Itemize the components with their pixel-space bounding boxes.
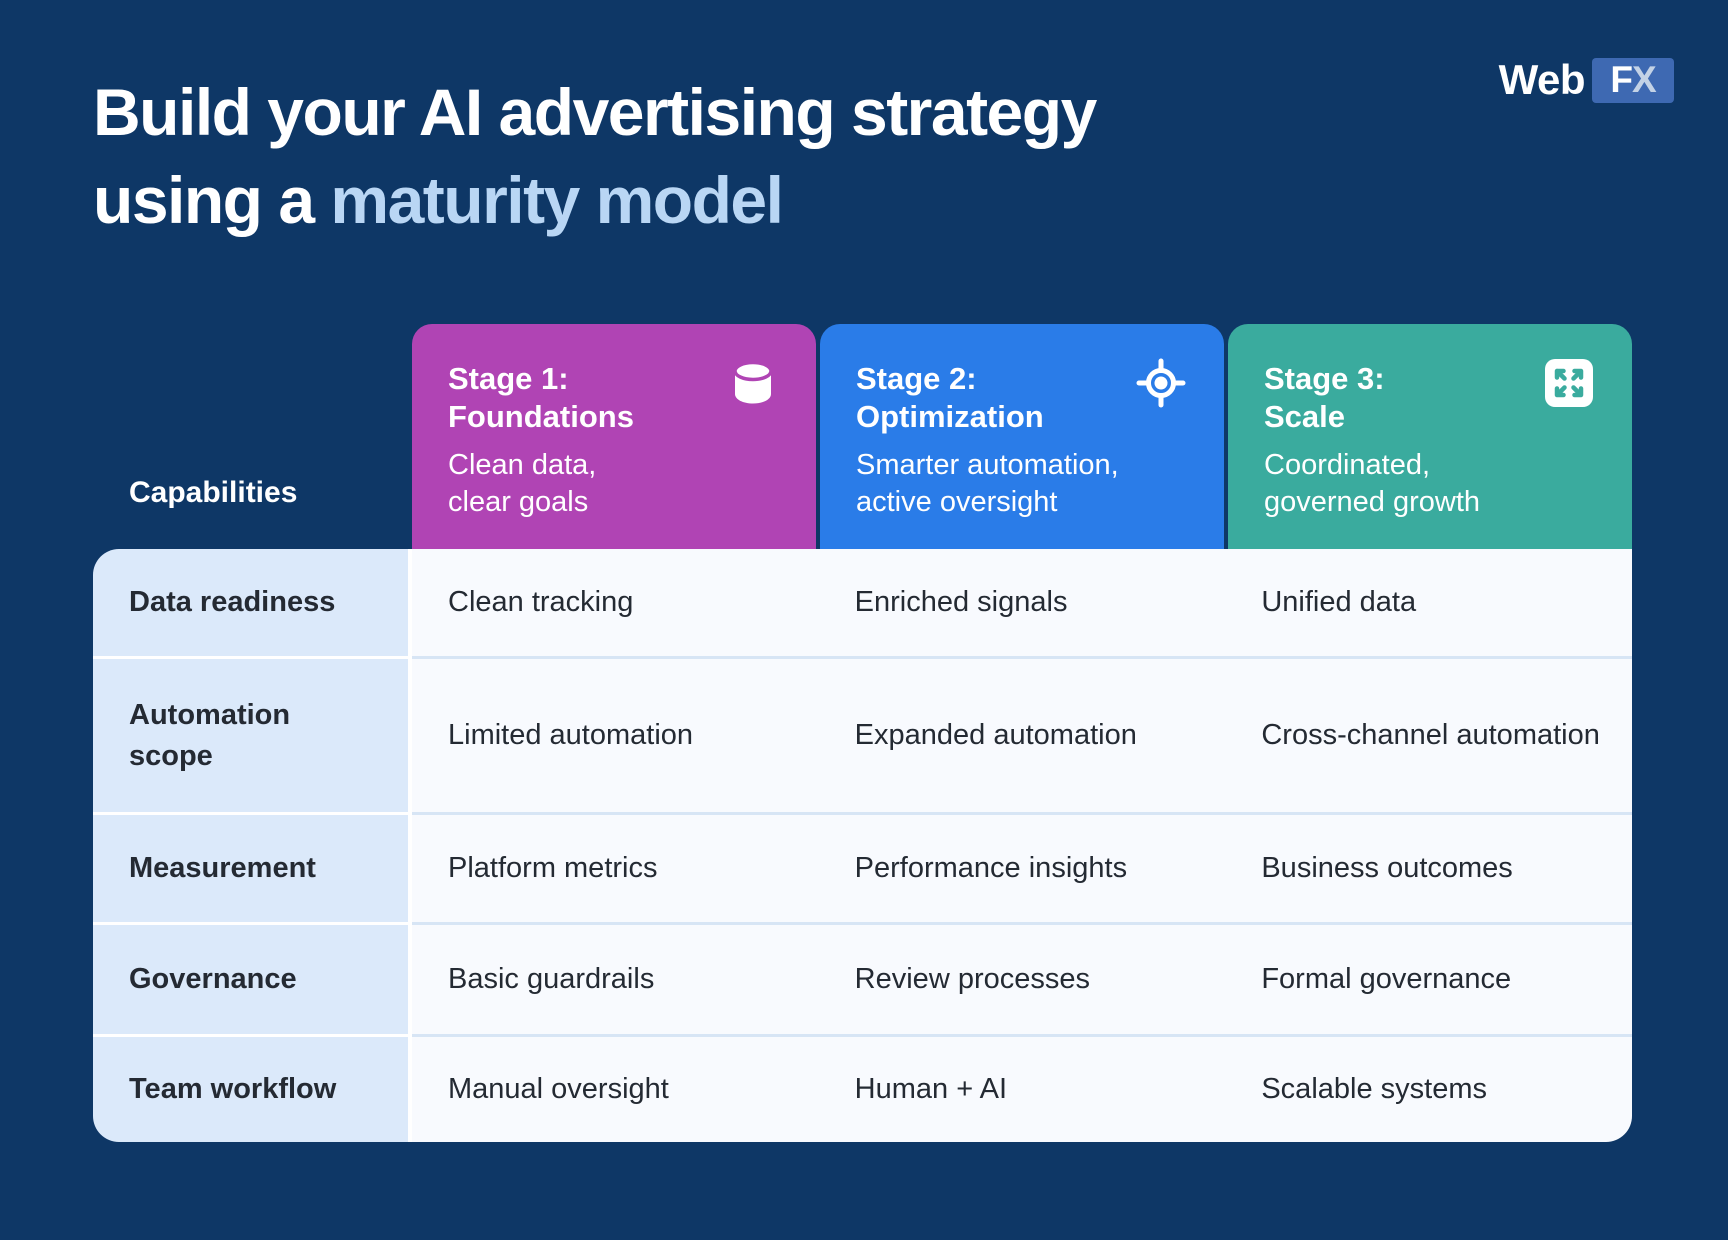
expand-icon xyxy=(1544,358,1594,408)
cell-value-stage2: Performance insights xyxy=(854,852,1128,884)
logo-web-text: Web xyxy=(1498,56,1586,103)
row-label: Automation scope xyxy=(93,656,412,812)
stage-1-title: Stage 1: Foundations xyxy=(448,361,634,434)
row-label: Team workflow xyxy=(93,1034,412,1142)
table-row-team-workflow: Team workflow Manual oversight Human + A… xyxy=(93,1034,1632,1142)
stage-1-header: Stage 1: Foundations Clean data, clear g… xyxy=(412,324,816,549)
stage-3-header: Stage 3: Scale Coordinated, governed gro… xyxy=(1228,324,1632,549)
capabilities-label: Capabilities xyxy=(129,476,298,509)
cell-value-stage3: Formal governance xyxy=(1261,963,1512,995)
cell-value-stage3: Unified data xyxy=(1261,586,1417,618)
cell-value-stage3: Scalable systems xyxy=(1261,1073,1487,1105)
cell-value-stage1: Manual oversight xyxy=(448,1073,669,1105)
row-values: Clean tracking Enriched signals Unified … xyxy=(412,549,1632,656)
stage-2-subtitle: Smarter automation, active oversight xyxy=(856,449,1119,518)
cell-value-stage1: Clean tracking xyxy=(448,586,634,618)
row-values: Manual oversight Human + AI Scalable sys… xyxy=(412,1034,1632,1142)
cell-value-stage2: Expanded automation xyxy=(854,719,1137,751)
stage-1-subtitle: Clean data, clear goals xyxy=(448,449,597,518)
cell-value-stage2: Human + AI xyxy=(854,1073,1008,1105)
table-body: Data readiness Clean tracking Enriched s… xyxy=(93,549,1632,1142)
page-title-line2: using a maturity model xyxy=(93,163,784,237)
stage-2-title: Stage 2: Optimization xyxy=(856,361,1044,434)
stage-headers-row: Stage 1: Foundations Clean data, clear g… xyxy=(412,324,1632,549)
page-title: Build your AI advertising strategy using… xyxy=(93,68,1097,244)
cell-value-stage2: Enriched signals xyxy=(854,586,1068,618)
row-label: Data readiness xyxy=(93,549,412,656)
comparison-table: Stage 1: Foundations Clean data, clear g… xyxy=(93,324,1632,1142)
row-values: Platform metrics Performance insights Bu… xyxy=(412,812,1632,922)
row-values: Limited automation Expanded automation C… xyxy=(412,656,1632,812)
cell-value-stage3: Cross-channel automation xyxy=(1261,719,1600,751)
stage-2-header: Stage 2: Optimization Smarter automation… xyxy=(820,324,1224,549)
database-icon xyxy=(728,358,778,408)
cell-value-stage2: Review processes xyxy=(854,963,1090,995)
cell-value-stage3: Business outcomes xyxy=(1261,852,1513,884)
cell-value-stage1: Limited automation xyxy=(448,719,694,751)
stage-3-subtitle: Coordinated, governed growth xyxy=(1264,449,1481,518)
table-row-governance: Governance Basic guardrails Review proce… xyxy=(93,922,1632,1034)
cell-value-stage1: Basic guardrails xyxy=(448,963,655,995)
logo-fx-x: X xyxy=(1631,59,1657,100)
cell-value-stage1: Platform metrics xyxy=(448,852,658,884)
logo-fx-f: F xyxy=(1610,59,1633,100)
title-accent: maturity model xyxy=(330,163,784,237)
row-label: Governance xyxy=(93,922,412,1034)
target-icon xyxy=(1136,358,1186,408)
table-row-data-readiness: Data readiness Clean tracking Enriched s… xyxy=(93,549,1632,656)
table-row-measurement: Measurement Platform metrics Performance… xyxy=(93,812,1632,922)
table-row-automation-scope: Automation scope Limited automation Expa… xyxy=(93,656,1632,812)
row-label: Measurement xyxy=(93,812,412,922)
stage-3-title: Stage 3: Scale xyxy=(1264,361,1385,434)
row-values: Basic guardrails Review processes Formal… xyxy=(412,922,1632,1034)
page-title-line1: Build your AI advertising strategy xyxy=(93,75,1097,149)
